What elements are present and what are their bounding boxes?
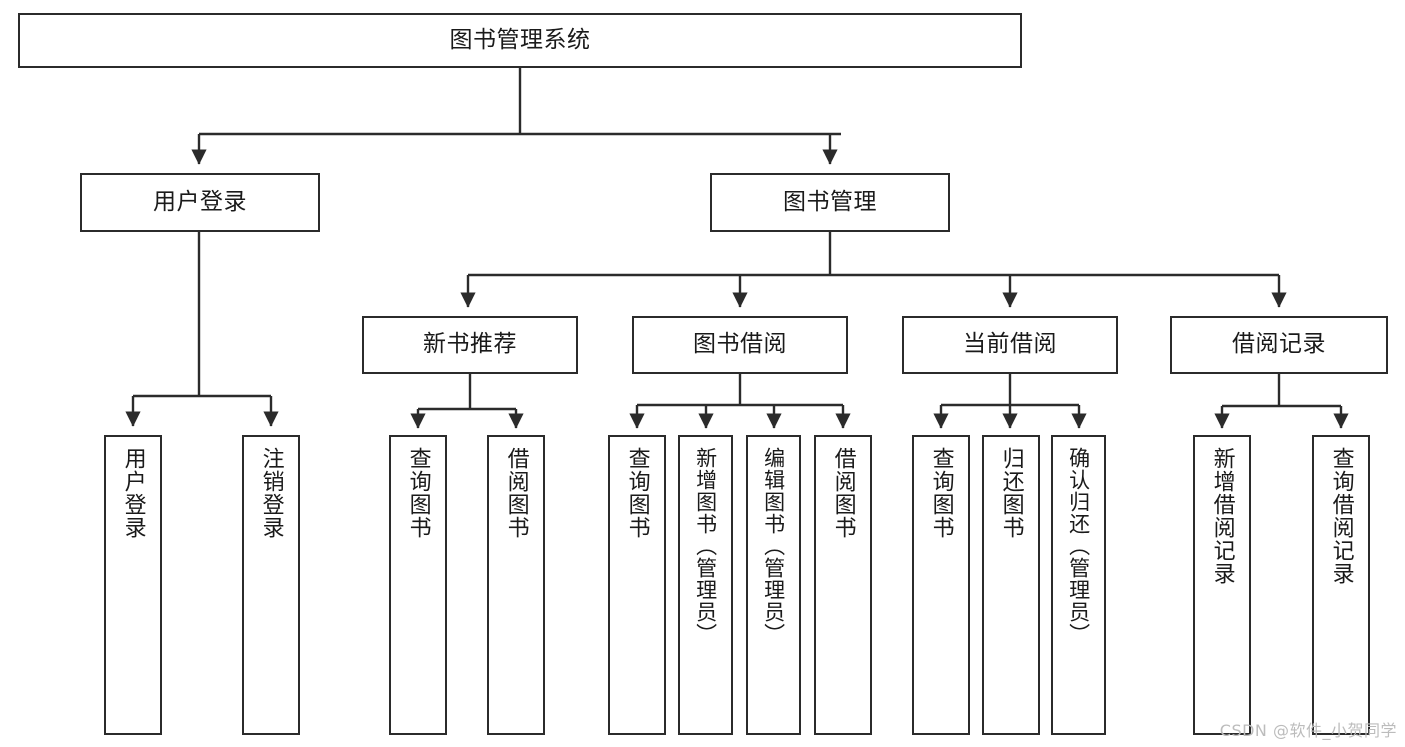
node-label: 查询图书 xyxy=(928,447,954,539)
node-label: 确认归还（管理员） xyxy=(1066,447,1091,645)
node-borrowing-records[interactable]: 借阅记录 xyxy=(1170,316,1388,374)
node-label: 注销登录 xyxy=(258,447,284,539)
node-label: 用户登录 xyxy=(153,188,247,215)
node-label: 借阅记录 xyxy=(1232,331,1326,358)
node-leaf-add-book-admin[interactable]: 新增图书（管理员） xyxy=(678,435,733,735)
node-book-management[interactable]: 图书管理 xyxy=(710,173,950,232)
node-label: 借阅图书 xyxy=(503,447,529,539)
node-label: 借阅图书 xyxy=(830,447,856,539)
node-new-book-recommendation[interactable]: 新书推荐 xyxy=(362,316,578,374)
node-label: 新增图书（管理员） xyxy=(693,447,718,645)
node-label: 图书管理系统 xyxy=(449,26,591,53)
node-label: 用户登录 xyxy=(120,447,146,539)
node-label: 新增借阅记录 xyxy=(1209,447,1235,585)
node-label: 查询图书 xyxy=(405,447,431,539)
node-label: 归还图书 xyxy=(998,447,1024,539)
node-user-login[interactable]: 用户登录 xyxy=(80,173,320,232)
node-label: 图书借阅 xyxy=(693,331,787,358)
node-leaf-query-books-borrow[interactable]: 查询图书 xyxy=(608,435,666,735)
node-label: 查询借阅记录 xyxy=(1328,447,1354,585)
node-leaf-return-books[interactable]: 归还图书 xyxy=(982,435,1040,735)
node-label: 图书管理 xyxy=(783,188,877,215)
node-leaf-user-login[interactable]: 用户登录 xyxy=(104,435,162,735)
node-label: 查询图书 xyxy=(624,447,650,539)
node-leaf-borrow-books[interactable]: 借阅图书 xyxy=(814,435,872,735)
node-book-borrowing[interactable]: 图书借阅 xyxy=(632,316,848,374)
node-leaf-query-books-current[interactable]: 查询图书 xyxy=(912,435,970,735)
node-leaf-confirm-return-admin[interactable]: 确认归还（管理员） xyxy=(1051,435,1106,735)
node-leaf-add-borrow-record[interactable]: 新增借阅记录 xyxy=(1193,435,1251,735)
node-label: 当前借阅 xyxy=(963,331,1057,358)
node-label: 新书推荐 xyxy=(423,331,517,358)
node-current-borrowing[interactable]: 当前借阅 xyxy=(902,316,1118,374)
node-leaf-logout[interactable]: 注销登录 xyxy=(242,435,300,735)
node-leaf-query-books-recommend[interactable]: 查询图书 xyxy=(389,435,447,735)
node-root-book-management-system[interactable]: 图书管理系统 xyxy=(18,13,1022,68)
csdn-watermark: CSDN @软件_小贺同学 xyxy=(1219,721,1397,740)
node-leaf-edit-book-admin[interactable]: 编辑图书（管理员） xyxy=(746,435,801,735)
node-label: 编辑图书（管理员） xyxy=(761,447,786,645)
node-leaf-query-borrow-record[interactable]: 查询借阅记录 xyxy=(1312,435,1370,735)
node-leaf-borrow-books-recommend[interactable]: 借阅图书 xyxy=(487,435,545,735)
